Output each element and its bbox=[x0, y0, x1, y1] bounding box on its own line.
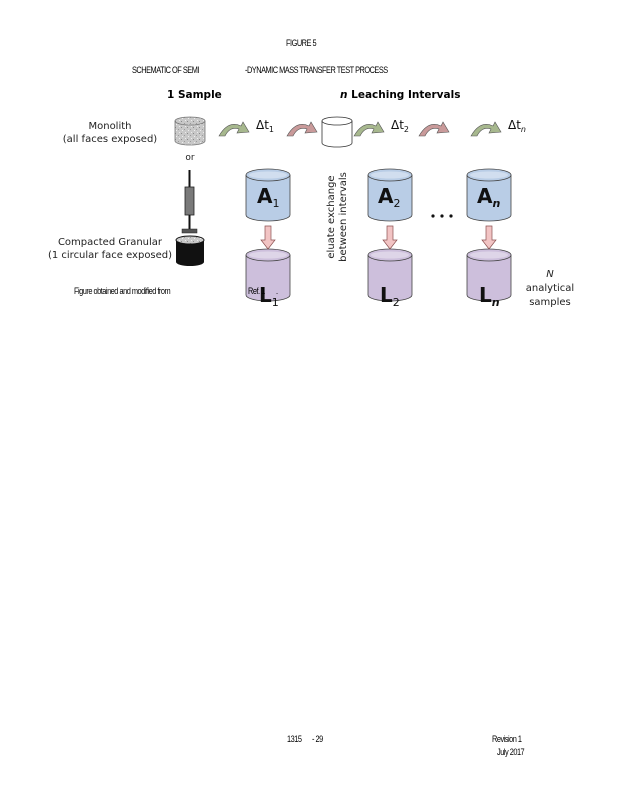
analytical-line2: analytical bbox=[525, 283, 575, 294]
footer-method: 1315 bbox=[287, 734, 302, 744]
remove-eluate-arrow-2 bbox=[418, 121, 450, 137]
eluate-exchange-line1: eluate exchange bbox=[326, 175, 337, 259]
footer-date: July 2017 bbox=[497, 747, 525, 757]
leachate-label-1: L1 bbox=[259, 283, 279, 309]
ellipsis-dots bbox=[431, 214, 453, 218]
eluate-exchange-line2: between intervals bbox=[338, 172, 349, 262]
down-arrow-n bbox=[481, 225, 497, 250]
figure-title-part2: -DYNAMIC MASS TRANSFER TEST PROCESS bbox=[245, 65, 388, 75]
header-intervals-n: n bbox=[340, 89, 348, 101]
dt-label-1: Δt1 bbox=[256, 118, 275, 134]
analytical-samples-label: N analytical samples bbox=[520, 268, 580, 310]
leachant-cylinder-1 bbox=[245, 168, 291, 222]
footer-page: - 29 bbox=[312, 734, 323, 744]
compaction-apparatus bbox=[181, 170, 198, 234]
header-sample: 1 Sample bbox=[167, 89, 222, 101]
leachate-cylinder-n bbox=[466, 248, 512, 302]
eluate-exchange-cylinder bbox=[321, 116, 353, 148]
or-label: or bbox=[185, 153, 195, 163]
add-leachant-arrow-1 bbox=[218, 121, 250, 137]
caption-ref: Ref. 1 bbox=[248, 286, 265, 296]
leachate-cylinder-2 bbox=[367, 248, 413, 302]
leachant-cylinder-n bbox=[466, 168, 512, 222]
eluate-exchange-label: eluate exchange between intervals bbox=[326, 157, 350, 277]
leachant-label-1: A1 bbox=[257, 184, 280, 210]
figure-title-part1: SCHEMATIC OF SEMI bbox=[132, 65, 199, 75]
leachant-label-2: A2 bbox=[378, 184, 401, 210]
leachant-cylinder-2 bbox=[367, 168, 413, 222]
leachate-label-n: Ln bbox=[479, 283, 500, 309]
analytical-n: N bbox=[546, 269, 554, 280]
footer-revision: Revision 1 bbox=[492, 734, 522, 744]
leachate-cylinder-1 bbox=[245, 248, 291, 302]
header-intervals: n Leaching Intervals bbox=[340, 89, 460, 101]
remove-eluate-arrow-1 bbox=[286, 121, 318, 137]
add-leachant-arrow-n bbox=[470, 121, 502, 137]
caption-text: Figure obtained and modified from bbox=[74, 286, 171, 296]
dt-label-2: Δt2 bbox=[391, 118, 410, 134]
monolith-label: Monolith (all faces exposed) bbox=[55, 120, 165, 146]
down-arrow-2 bbox=[382, 225, 398, 250]
caption-period: . bbox=[276, 286, 278, 296]
monolith-label-line1: Monolith bbox=[88, 121, 132, 132]
granular-label: Compacted Granular (1 circular face expo… bbox=[45, 236, 175, 262]
dt-label-n: Δtn bbox=[508, 118, 526, 134]
figure-number: FIGURE 5 bbox=[286, 38, 317, 48]
leachant-label-n: An bbox=[477, 184, 501, 210]
down-arrow-1 bbox=[260, 225, 276, 250]
monolith-cylinder bbox=[174, 116, 206, 146]
granular-label-line1: Compacted Granular bbox=[57, 237, 163, 248]
analytical-line3: samples bbox=[529, 297, 571, 308]
granular-label-line2: (1 circular face exposed) bbox=[47, 250, 173, 261]
header-intervals-text: Leaching Intervals bbox=[347, 89, 461, 101]
add-leachant-arrow-2 bbox=[353, 121, 385, 137]
leachate-label-2: L2 bbox=[380, 283, 400, 309]
granular-mold-cylinder bbox=[175, 235, 205, 266]
monolith-label-line2: (all faces exposed) bbox=[62, 134, 158, 145]
